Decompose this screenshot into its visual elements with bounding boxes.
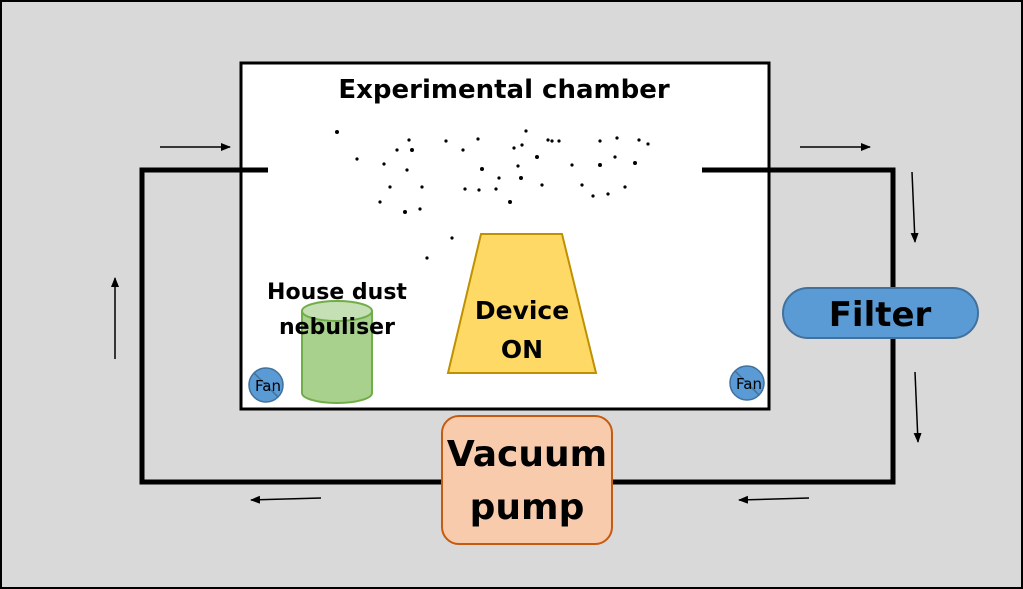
right-down-arrow-lower — [913, 371, 922, 443]
dust-particle — [580, 183, 584, 187]
dust-particle — [520, 143, 524, 147]
dust-particle — [425, 256, 429, 260]
duct-left-loop — [139, 167, 442, 485]
dust-particle — [497, 176, 501, 180]
dust-particle — [508, 200, 512, 204]
flow-arrows — [111, 143, 922, 504]
dust-particle — [557, 139, 561, 143]
dust-particle — [535, 155, 539, 159]
device-shape — [446, 233, 598, 374]
dust-particle — [494, 187, 498, 191]
dust-particle — [382, 162, 386, 166]
dust-particle — [418, 207, 422, 211]
dust-particle — [570, 163, 574, 167]
dust-particle — [598, 163, 602, 167]
dust-particle — [598, 139, 602, 143]
fan-left: Fan — [248, 367, 284, 403]
dust-particle — [637, 138, 641, 142]
dust-particle — [516, 164, 520, 168]
dust-particle — [646, 142, 650, 146]
dust-particle — [606, 192, 610, 196]
dust-particle — [512, 146, 516, 150]
vacuum-pump — [441, 415, 613, 545]
dust-particle — [550, 139, 554, 143]
dust-particle — [613, 155, 617, 159]
dust-particle — [335, 130, 339, 134]
chamber-title: Experimental chamber — [338, 75, 669, 105]
dust-particle — [355, 157, 359, 161]
dust-particle — [463, 187, 467, 191]
fan-right: Fan — [729, 365, 765, 401]
dust-particle — [591, 194, 595, 198]
dust-particle — [461, 148, 465, 152]
filter-label: Filter — [829, 295, 932, 335]
dust-particle — [546, 138, 550, 142]
dust-particle — [403, 210, 407, 214]
right-down-arrow-upper — [910, 171, 919, 243]
bottom-left-arrow-right — [738, 495, 810, 504]
dust-particle — [519, 176, 523, 180]
dust-particles — [335, 129, 650, 260]
dust-particle — [407, 138, 411, 142]
dust-particle — [388, 185, 392, 189]
nebuliser-label-line1: House dust — [267, 280, 407, 305]
dust-particle — [633, 161, 637, 165]
bottom-left-arrow-left — [250, 495, 322, 504]
filter — [782, 287, 979, 339]
dust-particle — [450, 236, 454, 240]
dust-particle — [444, 139, 448, 143]
device-label-line1: Device — [475, 296, 569, 325]
dust-particle — [395, 148, 399, 152]
dust-particle — [476, 137, 480, 141]
dust-particle — [540, 183, 544, 187]
device-label-line2: ON — [501, 335, 543, 364]
dust-particle — [615, 136, 619, 140]
pump-label-line1: Vacuum — [447, 434, 607, 475]
dust-particle — [410, 148, 414, 152]
fan-left-label: Fan — [255, 377, 281, 395]
dust-particle — [477, 188, 481, 192]
dust-particle — [480, 167, 484, 171]
pump-label-line2: pump — [470, 487, 585, 528]
dust-particle — [378, 200, 382, 204]
dust-particle — [524, 129, 528, 133]
fan-right-label: Fan — [736, 375, 762, 393]
dust-particle — [420, 185, 424, 189]
dust-particle — [623, 185, 627, 189]
nebuliser-label-line2: nebuliser — [279, 315, 395, 340]
dust-particle — [405, 168, 409, 172]
house-dust-nebuliser — [301, 300, 373, 404]
